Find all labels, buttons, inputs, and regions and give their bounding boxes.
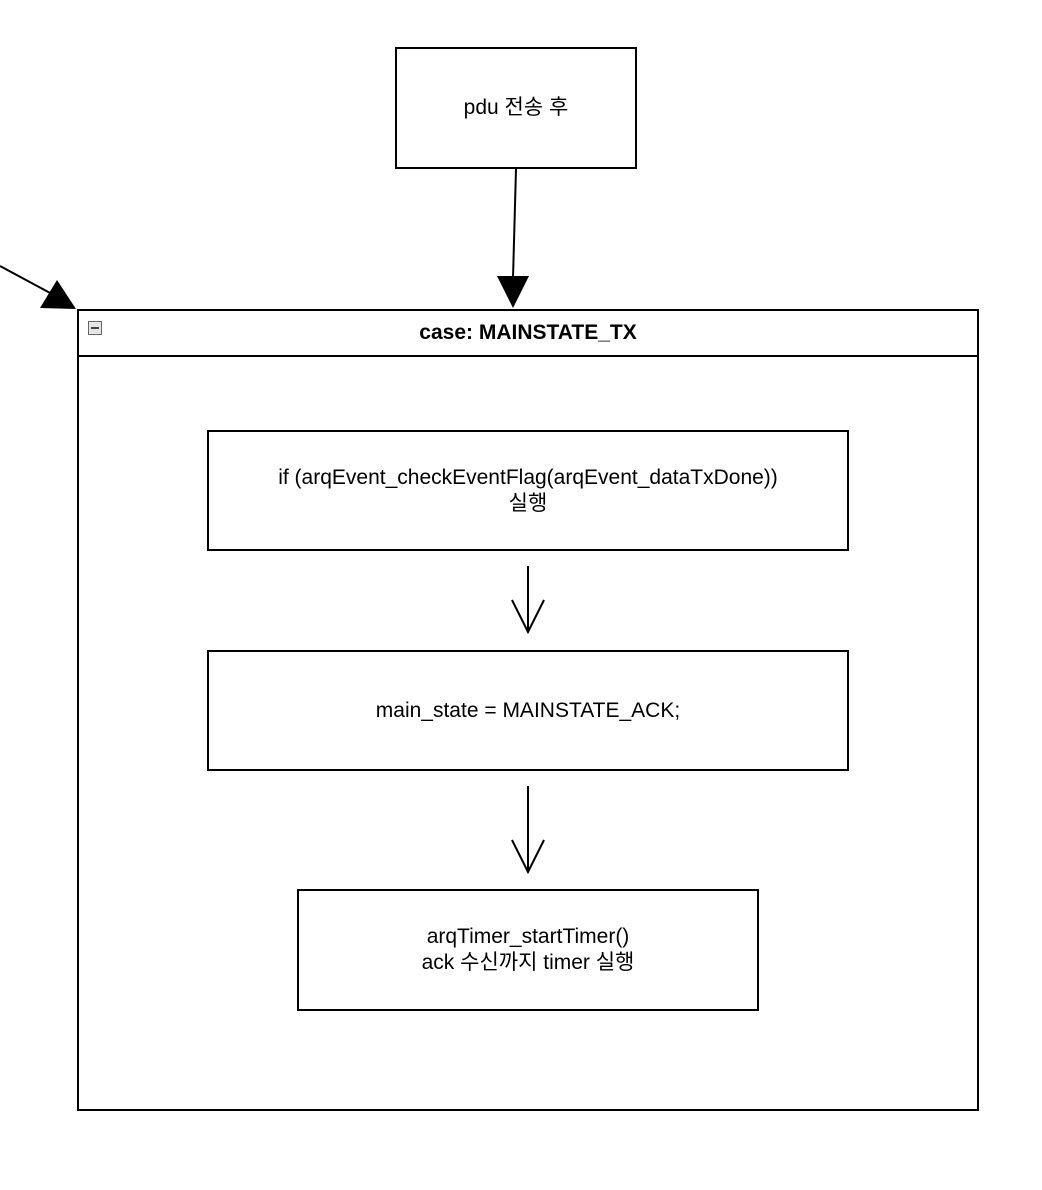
- check-event-flag-line1: if (arqEvent_checkEventFlag(arqEvent_dat…: [278, 465, 778, 489]
- pdu-transmit-label: pdu 전송 후: [463, 96, 569, 119]
- top-to-container-arrow[interactable]: [497, 168, 529, 308]
- set-main-state-label: main_state = MAINSTATE_ACK;: [375, 698, 681, 722]
- container-title: case: MAINSTATE_TX: [419, 321, 637, 344]
- start-timer-line2: ack 수신까지 timer 실행: [421, 951, 635, 974]
- check-event-flag-node[interactable]: if (arqEvent_checkEventFlag(arqEvent_dat…: [207, 430, 849, 551]
- step2-to-step3-arrow[interactable]: [511, 786, 545, 875]
- container-header: case: MAINSTATE_TX: [79, 311, 977, 357]
- check-event-flag-line2: 실행: [508, 491, 548, 515]
- set-main-state-node[interactable]: main_state = MAINSTATE_ACK;: [207, 650, 849, 771]
- step1-to-step2-arrow[interactable]: [511, 566, 545, 635]
- start-timer-node[interactable]: arqTimer_startTimer() ack 수신까지 timer 실행: [297, 889, 759, 1011]
- pdu-transmit-node[interactable]: pdu 전송 후: [395, 47, 637, 169]
- incoming-left-arrow[interactable]: [0, 265, 76, 309]
- start-timer-line1: arqTimer_startTimer(): [426, 925, 630, 948]
- collapse-toggle-icon[interactable]: [88, 321, 102, 335]
